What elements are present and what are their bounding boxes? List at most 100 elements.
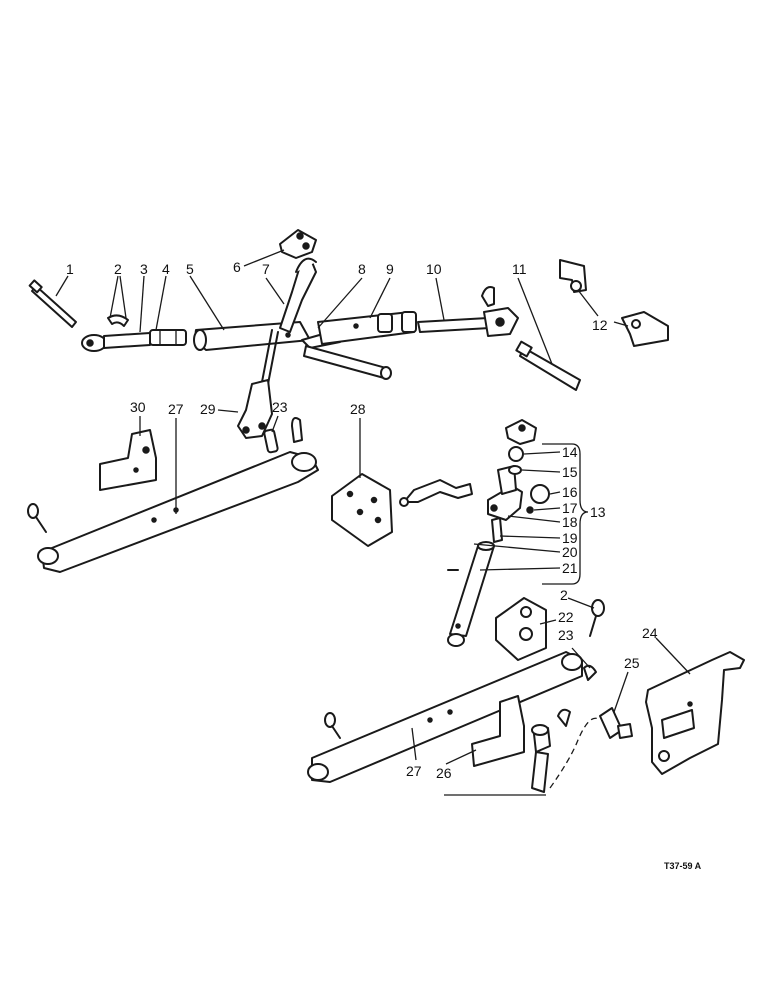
leader-2c [567,597,595,609]
leader-23 [271,415,279,433]
nut-15 [508,465,522,475]
callout-9: 9 [386,261,394,277]
callout-1: 1 [66,261,74,277]
callout-26: 26 [436,765,452,781]
leader-9 [369,277,391,319]
lynch-pin-left [27,503,47,533]
leader-23b [571,647,591,669]
callout-25: 25 [624,655,640,671]
pin-1 [28,279,77,328]
leader-26 [445,749,477,765]
callout-10: 10 [426,261,442,277]
callout-23-left: 23 [272,399,288,415]
callout-16: 16 [562,484,578,500]
callout-2-right: 2 [560,587,568,603]
callout-18: 18 [562,514,578,530]
leader-5 [189,275,225,331]
leader-20 [473,543,561,553]
spindle-19 [491,517,503,543]
callout-23-right: 23 [558,627,574,643]
yoke-29 [237,379,273,439]
callout-27-left: 27 [168,401,184,417]
leader-17 [533,507,561,511]
callout-2: 2 [114,261,122,277]
callout-28: 28 [350,401,366,417]
turnbuckle-25 [599,707,633,739]
leader-27b [411,727,417,761]
callout-29: 29 [200,401,216,417]
leader-7 [265,277,285,305]
callout-30: 30 [130,399,146,415]
leader-12b [577,289,599,317]
lynch-pin-lower-left [324,712,341,739]
yoke-end-3 [81,314,151,352]
leader-6 [243,249,285,267]
leader-29 [217,409,239,413]
callout-24: 24 [642,625,658,641]
plate-28 [331,473,393,547]
leader-1 [55,275,69,297]
leader-21 [479,567,561,571]
callout-7: 7 [262,261,270,277]
crank-handle [399,479,473,507]
rod-10 [417,286,519,337]
leader-11 [517,277,553,365]
lynch-pin-2-right [589,599,605,637]
leader-24 [655,637,691,675]
group-13-brace [542,443,589,585]
leader-25 [613,671,629,713]
callout-17: 17 [562,500,578,516]
callout-8: 8 [358,261,366,277]
callout-21: 21 [562,560,578,576]
leader-10 [435,277,445,321]
bracket-30 [99,429,157,491]
callout-13: 13 [590,504,606,520]
lower-link-27-left [37,451,319,573]
bracket-26 [471,695,571,793]
callout-11: 11 [512,261,527,277]
callout-20: 20 [562,544,578,560]
cover-16 [530,484,550,504]
callout-22: 22 [558,609,574,625]
cap-14 [508,446,524,462]
stabilizer-bracket-24 [645,651,745,775]
tube-9 [317,311,417,345]
leader-18 [507,515,561,523]
leader-19 [499,535,561,539]
leader-22 [539,619,557,625]
callout-27-right: 27 [406,763,422,779]
callout-15: 15 [562,464,578,480]
plate-22 [495,597,547,661]
sleeve-4 [149,329,187,346]
pin-23-left [263,417,303,454]
bracket-12b [621,311,669,347]
bar-pin-8b [303,345,392,380]
callout-4: 4 [162,261,170,277]
leader-15 [521,469,561,473]
callout-12: 12 [592,317,608,333]
callout-14: 14 [562,444,578,460]
check-chain-25 [549,717,601,789]
reference-code: T37-59 A [664,861,702,871]
clamp-top [505,419,537,445]
lever-arm-7 [261,257,317,385]
bracket-12a [559,259,587,293]
pin-11 [515,340,581,391]
callout-6: 6 [233,259,241,275]
callout-3: 3 [140,261,148,277]
screw-17 [526,506,534,514]
clamp-6 [279,229,317,259]
leader-12 [613,321,629,327]
leader-14 [523,451,561,455]
leader-4 [155,275,167,331]
callout-19: 19 [562,530,578,546]
leader-2a [109,275,119,319]
leader-3 [139,275,145,333]
leader-8 [317,277,363,329]
drop-rod-21 [447,541,495,647]
lower-link-27-right [307,651,583,783]
callout-5: 5 [186,261,194,277]
pin-23-right [583,664,597,681]
leader-16 [549,491,561,495]
